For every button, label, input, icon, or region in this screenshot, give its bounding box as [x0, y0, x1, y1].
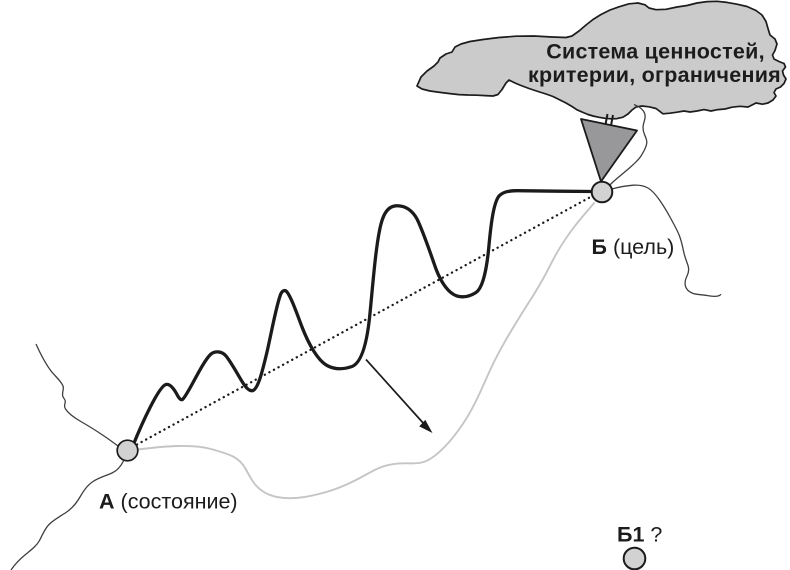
arrow-head [419, 419, 433, 433]
arrow-line [365, 358, 426, 426]
node-b1-label: Б1? [617, 523, 662, 547]
real-path-curve [131, 189, 595, 448]
node-a [116, 439, 139, 462]
terrain-line-b-lower [611, 184, 722, 298]
node-b-label: Б(цель) [592, 235, 675, 259]
cloud-label-line2: критерии, ограничения [528, 63, 781, 87]
node-b1 [622, 546, 647, 570]
node-b [590, 180, 614, 204]
node-a-label: А(состояние) [99, 490, 238, 514]
terrain-line-b-upper [608, 103, 648, 187]
terrain-line-a-upper [35, 343, 121, 449]
terrain-line-a-lower [10, 460, 125, 570]
funnel-triangle [580, 118, 638, 183]
alternative-path [137, 201, 596, 500]
direct-line-dotted [135, 192, 598, 446]
cloud-label-line1: Система ценностей, [546, 40, 765, 64]
values-cloud-shape [416, 0, 787, 120]
